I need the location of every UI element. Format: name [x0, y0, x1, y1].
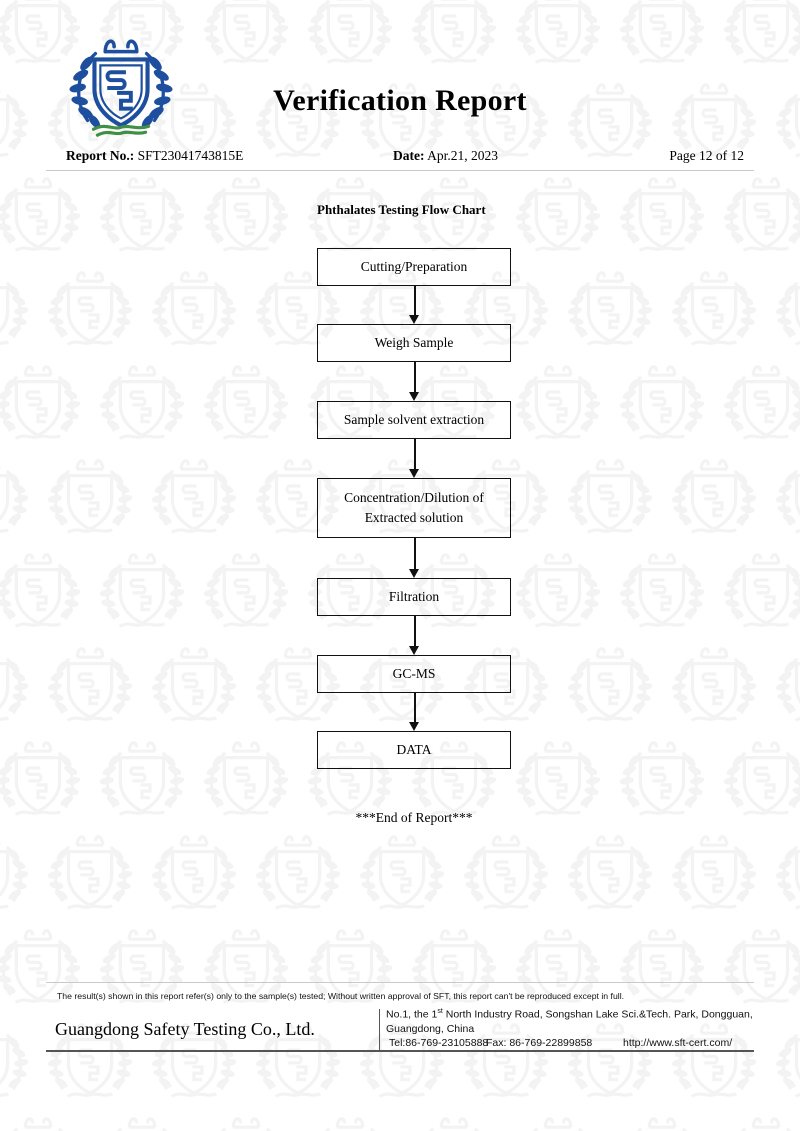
footer-address-line2: Guangdong, China [386, 1022, 475, 1035]
header-divider [46, 170, 754, 171]
flow-step-label: Filtration [388, 589, 440, 605]
flow-step-box: Filtration [317, 578, 511, 616]
footer-company-name: Guangdong Safety Testing Co., Ltd. [55, 1019, 315, 1039]
footer-bottom-divider [46, 1050, 754, 1052]
flow-step-label: DATA [396, 742, 432, 758]
flow-step-box: Concentration/Dilution of Extracted solut… [317, 478, 511, 538]
flow-connector-arrow [409, 693, 420, 731]
flow-step-label: Cutting/Preparation [360, 259, 468, 275]
flow-connector-arrow [409, 439, 420, 478]
end-of-report-note: ***End of Report*** [355, 810, 473, 825]
footer-website-url[interactable]: http://www.sft-cert.com/ [623, 1037, 733, 1049]
footer-telephone: Tel:86-769-23105888 [389, 1037, 489, 1049]
flow-connector-arrow [409, 286, 420, 324]
flow-step-box: Sample solvent extraction [317, 401, 511, 439]
footer-fax: Fax: 86-769-22899858 [486, 1037, 593, 1049]
flow-step-box: Cutting/Preparation [317, 248, 511, 286]
footer-vertical-divider [379, 1009, 381, 1050]
flow-connector-arrow [409, 616, 420, 655]
flow-step-label: Concentration/Dilution of [344, 490, 484, 506]
flow-step-label: GC-MS [392, 666, 436, 682]
footer-main: Guangdong Safety Testing Co., Ltd. No.1,… [46, 1006, 754, 1050]
flow-step-label: Sample solvent extraction [343, 412, 485, 428]
footer-address-line1-post: North Industry Road, Songshan Lake Sci.&… [442, 1008, 753, 1021]
flow-connector-arrow [409, 538, 420, 578]
flow-step-box: GC-MS [317, 655, 511, 693]
flow-connector-arrow [409, 362, 420, 401]
footer-disclaimer: The result(s) shown in this report refer… [57, 991, 625, 1001]
flow-step-box: Weigh Sample [317, 324, 511, 362]
flow-step-box: DATA [317, 731, 511, 769]
flow-step-label: Weigh Sample [374, 335, 454, 351]
flow-step-label: Extracted solution [364, 510, 464, 525]
footer-address: No.1, the 1st North Industry Road, Songs… [386, 1007, 756, 1036]
footer-top-divider [46, 982, 754, 983]
footer-address-line1-pre: No.1, the 1 [386, 1008, 438, 1021]
